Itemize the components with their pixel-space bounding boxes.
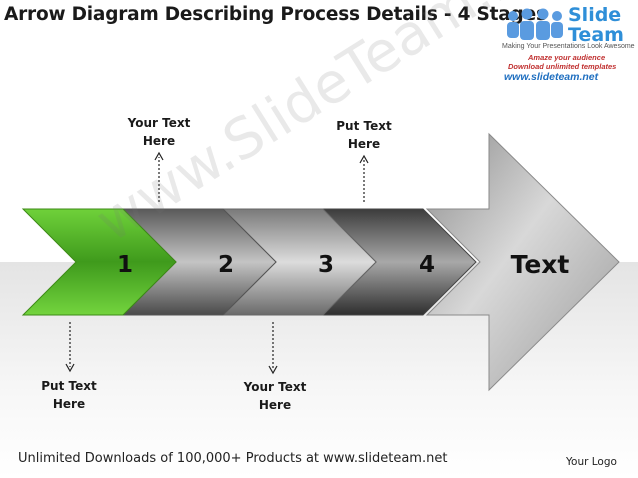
callout-bottom-mid: Your Text Here	[233, 378, 317, 414]
callout-top-right-line2: Here	[347, 137, 381, 151]
arrowhead-bottom-left	[65, 363, 75, 373]
big-arrow-label: Text	[511, 250, 570, 279]
logo-promo-line2: Download unlimited templates	[508, 62, 617, 71]
callout-bottom-mid-line1: Your Text	[243, 380, 307, 394]
callout-top-left-line1: Your Text	[127, 116, 191, 130]
arrowhead-top-left	[154, 151, 164, 161]
your-logo-placeholder: Your Logo	[566, 456, 617, 468]
chevron-stage-1	[21, 208, 177, 316]
logo-word-slide: Slide	[568, 4, 622, 26]
callout-top-right: Put Text Here	[324, 117, 404, 153]
stage-label-4: 4	[419, 252, 435, 278]
callout-bottom-mid-line2: Here	[258, 398, 292, 412]
people-icon	[507, 8, 563, 40]
logo-promo-line1: Amaze your audience	[528, 53, 606, 62]
big-arrow	[425, 132, 620, 392]
arrowhead-bottom-mid	[268, 365, 278, 375]
callout-top-right-line1: Put Text	[336, 119, 392, 133]
arrowhead-top-right	[359, 154, 369, 164]
callout-bottom-left-line2: Here	[52, 397, 86, 411]
page-title: Arrow Diagram Describing Process Details…	[4, 4, 547, 25]
callout-top-left-line2: Here	[142, 134, 176, 148]
stage-label-2: 2	[218, 252, 234, 278]
slideteam-logo: Slide Team Making Your Presentations Loo…	[500, 2, 638, 84]
callout-bottom-left: Put Text Here	[29, 377, 109, 413]
callout-top-left: Your Text Here	[119, 114, 199, 150]
logo-url: www.slideteam.net	[504, 71, 599, 83]
logo-tagline: Making Your Presentations Look Awesome	[502, 43, 635, 50]
logo-word-team: Team	[568, 24, 624, 46]
stage-label-1: 1	[117, 252, 133, 278]
callout-bottom-left-line1: Put Text	[41, 379, 97, 393]
footer-text: Unlimited Downloads of 100,000+ Products…	[18, 451, 448, 466]
stage-label-3: 3	[318, 252, 334, 278]
